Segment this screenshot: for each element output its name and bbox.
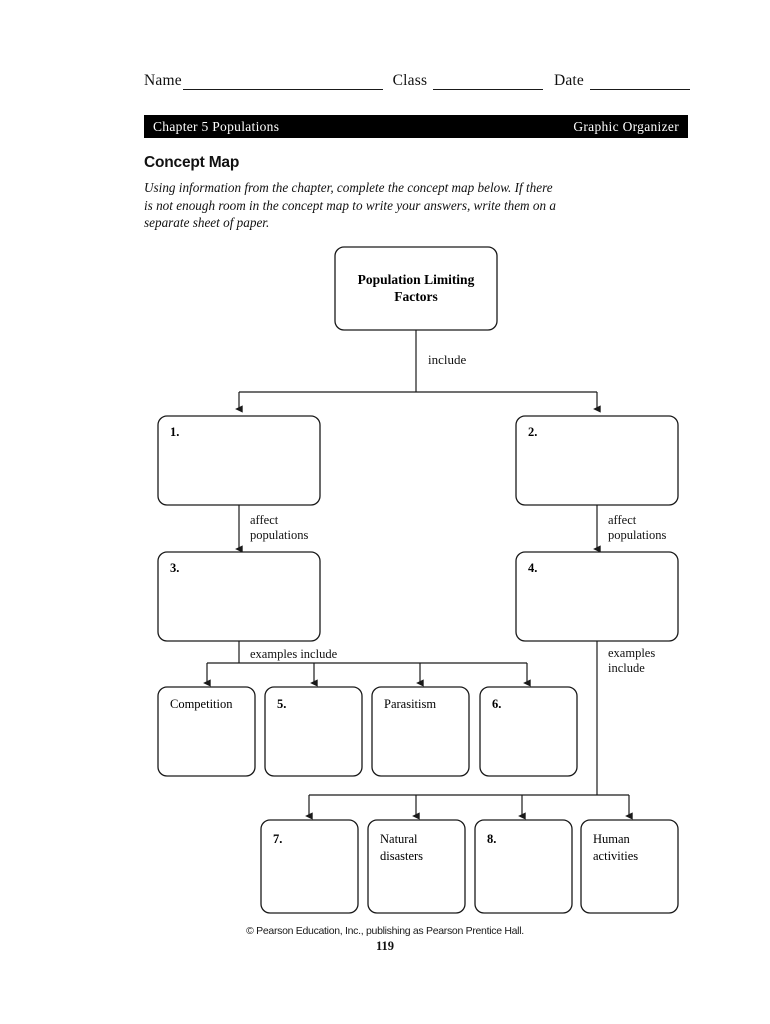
copyright-notice: © Pearson Education, Inc., publishing as…	[246, 925, 524, 937]
date-input[interactable]	[590, 76, 690, 90]
connector-label-include: include	[428, 352, 466, 367]
natural-disasters-line1: Natural	[380, 832, 418, 846]
student-info-line: Name Class Date	[144, 68, 690, 90]
box-3-shape[interactable]	[157, 551, 321, 642]
concept-box-8[interactable]: 8.	[474, 819, 573, 914]
date-field-group[interactable]: Date	[554, 72, 690, 90]
name-input[interactable]	[182, 76, 383, 90]
natural-disasters-line2: disasters	[380, 849, 423, 863]
connector-label-examples-include-right-line2: include	[608, 661, 645, 675]
box-7-number: 7.	[273, 832, 282, 846]
connector-root-to-level2	[235, 330, 601, 413]
box-5-number: 5.	[277, 697, 286, 711]
human-activities-line2: activities	[593, 849, 638, 863]
root-box-line2: Factors	[394, 289, 437, 304]
box-6-shape[interactable]	[479, 686, 578, 777]
connector-label-affect-populations-left-line1: affect	[250, 513, 279, 527]
connector-label-affect-populations-right-line1: affect	[608, 513, 637, 527]
box-5-shape[interactable]	[264, 686, 363, 777]
concept-box-6[interactable]: 6.	[479, 686, 578, 777]
instructions-text: Using information from the chapter, comp…	[144, 180, 556, 230]
human-activities-box-shape[interactable]	[580, 819, 679, 914]
connector-label-affect-populations-right-line2: populations	[608, 528, 666, 542]
box-1-shape[interactable]	[157, 415, 321, 506]
concept-box-natural-disasters[interactable]: Natural disasters	[367, 819, 466, 914]
name-field-group[interactable]: Name	[144, 72, 383, 90]
competition-box-shape[interactable]	[157, 686, 256, 777]
connector-box3-to-examples	[203, 641, 531, 687]
concept-box-competition[interactable]: Competition	[157, 686, 256, 777]
concept-box-4[interactable]: 4.	[515, 551, 679, 642]
box-8-shape[interactable]	[474, 819, 573, 914]
box-2-number: 2.	[528, 425, 537, 439]
root-box-line1: Population Limiting	[358, 272, 475, 287]
box-8-number: 8.	[487, 832, 496, 846]
concept-box-root: Population Limiting Factors	[334, 246, 498, 331]
connector-box4-to-bottom	[305, 641, 633, 820]
box-3-number: 3.	[170, 561, 179, 575]
box-4-shape[interactable]	[515, 551, 679, 642]
class-label: Class	[392, 72, 428, 89]
concept-box-3[interactable]: 3.	[157, 551, 321, 642]
page-footer: © Pearson Education, Inc., publishing as…	[0, 925, 770, 954]
class-field-group[interactable]: Class	[393, 72, 544, 90]
chapter-title: Chapter 5 Populations	[153, 118, 280, 134]
concept-box-parasitism[interactable]: Parasitism	[371, 686, 470, 777]
box-2-shape[interactable]	[515, 415, 679, 506]
connector-label-examples-include-left: examples include	[250, 647, 338, 661]
parasitism-box-shape[interactable]	[371, 686, 470, 777]
concept-box-7[interactable]: 7.	[260, 819, 359, 914]
concept-box-human-activities[interactable]: Human activities	[580, 819, 679, 914]
human-activities-line1: Human	[593, 832, 631, 846]
box-7-shape[interactable]	[260, 819, 359, 914]
box-1-number: 1.	[170, 425, 179, 439]
connector-label-examples-include-right-line1: examples	[608, 646, 655, 660]
name-label: Name	[144, 72, 182, 89]
box-6-number: 6.	[492, 697, 501, 711]
connector-label-affect-populations-left-line2: populations	[250, 528, 308, 542]
page-number: 119	[375, 939, 395, 953]
concept-box-1[interactable]: 1.	[157, 415, 321, 506]
class-input[interactable]	[433, 76, 544, 90]
concept-box-2[interactable]: 2.	[515, 415, 679, 506]
chapter-banner: Chapter 5 Populations Graphic Organizer	[144, 115, 688, 138]
natural-disasters-box-shape[interactable]	[367, 819, 466, 914]
competition-box-label: Competition	[170, 697, 233, 711]
parasitism-box-label: Parasitism	[384, 697, 436, 711]
box-4-number: 4.	[528, 561, 537, 575]
page-title: Concept Map	[144, 154, 240, 171]
date-label: Date	[553, 72, 584, 89]
concept-box-5[interactable]: 5.	[264, 686, 363, 777]
worksheet-type-label: Graphic Organizer	[573, 118, 679, 134]
